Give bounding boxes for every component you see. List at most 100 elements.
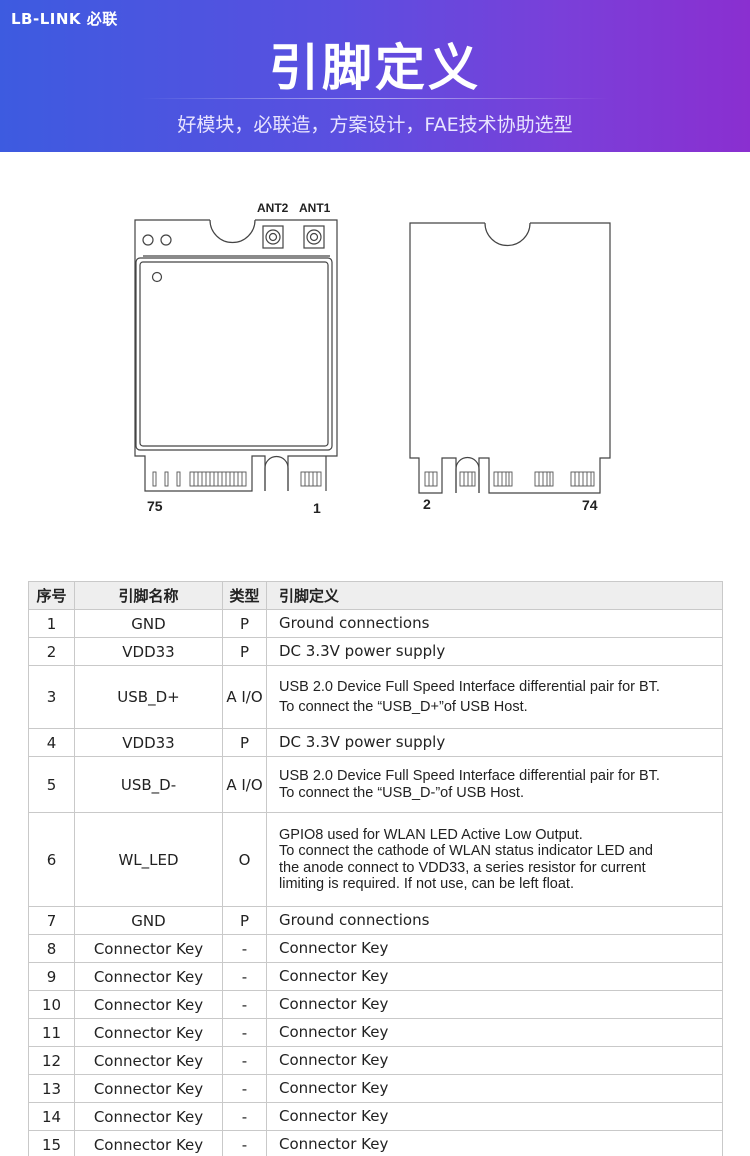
- pin-name: GND: [74, 906, 223, 935]
- front-board-outline: [134, 219, 338, 492]
- front-hole-2: [160, 234, 172, 246]
- pin-definition: Ground connections: [266, 906, 723, 935]
- back-key-slot: [455, 456, 480, 493]
- front-edge-pads: [152, 471, 322, 487]
- pin-definition-line: To connect the “USB_D+”of USB Host.: [279, 699, 528, 715]
- pin-type: -: [222, 1046, 267, 1075]
- page-title: 引脚定义: [269, 39, 481, 97]
- front-top-notch: [209, 219, 256, 244]
- pin-name: Connector Key: [74, 1046, 223, 1075]
- pin-type: -: [222, 1018, 267, 1047]
- pin-definition-line: Connector Key: [279, 1023, 389, 1042]
- pin-name: GND: [74, 609, 223, 638]
- pin-name: Connector Key: [74, 962, 223, 991]
- title-divider: [140, 98, 610, 99]
- module-outline-svg: ANT2 ANT1 75 1 2 74: [134, 201, 611, 516]
- module-outline-diagram: ANT2 ANT1 75 1 2 74: [0, 180, 750, 540]
- pin-definition: DC 3.3V power supply: [266, 637, 723, 666]
- pin-name: Connector Key: [74, 1074, 223, 1103]
- table-row: 8 Connector Key - Connector Key: [28, 934, 723, 963]
- pin-type: -: [222, 1074, 267, 1103]
- pin-definition: Connector Key: [266, 990, 723, 1019]
- pin-definition-line: Ground connections: [279, 614, 430, 633]
- pin-name: Connector Key: [74, 1102, 223, 1131]
- pin-definition: DC 3.3V power supply: [266, 728, 723, 757]
- pin-number: 11: [28, 1018, 75, 1047]
- pin-type: P: [222, 637, 267, 666]
- pin-definition: Connector Key: [266, 1074, 723, 1103]
- back-top-notch: [484, 222, 531, 247]
- table-row: 5 USB_D- A I/O USB 2.0 Device Full Speed…: [28, 756, 723, 813]
- pin-definition-line: DC 3.3V power supply: [279, 642, 446, 661]
- pin-definition-line: GPIO8 used for WLAN LED Active Low Outpu…: [279, 826, 583, 843]
- pin-name: VDD33: [74, 637, 223, 666]
- pin-definition: Connector Key: [266, 1046, 723, 1075]
- pin-number: 8: [28, 934, 75, 963]
- pin-type: P: [222, 609, 267, 638]
- pin-definition-line: To connect the cathode of WLAN status in…: [279, 843, 653, 859]
- pin-name: Connector Key: [74, 934, 223, 963]
- ant2-connector: [262, 225, 284, 249]
- pin-definition: USB 2.0 Device Full Speed Interface diff…: [266, 756, 723, 813]
- pin-name: Connector Key: [74, 1018, 223, 1047]
- ant2-label: ANT2: [257, 201, 289, 215]
- pin-number: 13: [28, 1074, 75, 1103]
- pin-type: A I/O: [222, 665, 267, 729]
- pin-definition: Connector Key: [266, 1102, 723, 1131]
- table-row: 13 Connector Key - Connector Key: [28, 1074, 723, 1103]
- back-view: [409, 222, 611, 494]
- table-row: 9 Connector Key - Connector Key: [28, 962, 723, 991]
- pin-type: P: [222, 906, 267, 935]
- pin-definition: Ground connections: [266, 609, 723, 638]
- table-row: 10 Connector Key - Connector Key: [28, 990, 723, 1019]
- pin-number: 15: [28, 1130, 75, 1156]
- pin-number: 12: [28, 1046, 75, 1075]
- header-def: 引脚定义: [266, 581, 723, 610]
- back-edge-pads: [424, 471, 595, 487]
- ant1-label: ANT1: [299, 201, 331, 215]
- table-row: 3 USB_D+ A I/O USB 2.0 Device Full Speed…: [28, 665, 723, 729]
- pin-definition-line: Connector Key: [279, 1107, 389, 1126]
- ant1-connector: [303, 225, 325, 249]
- pin-definition: Connector Key: [266, 1018, 723, 1047]
- pin-number: 5: [28, 756, 75, 813]
- pin-definition-line: Connector Key: [279, 995, 389, 1014]
- back-pin-2-label: 2: [423, 496, 431, 512]
- pin-number: 1: [28, 609, 75, 638]
- table-row: 11 Connector Key - Connector Key: [28, 1018, 723, 1047]
- front-shield-hole: [151, 271, 163, 283]
- table-row: 14 Connector Key - Connector Key: [28, 1102, 723, 1131]
- front-pin-1-label: 1: [313, 500, 321, 516]
- table-header-row: 序号 引脚名称 类型 引脚定义: [28, 581, 723, 610]
- header-name: 引脚名称: [74, 581, 223, 610]
- pin-name: Connector Key: [74, 1130, 223, 1156]
- pin-type: A I/O: [222, 756, 267, 813]
- page-subtitle: 好模块，必联造，方案设计，FAE技术协助选型: [177, 114, 573, 136]
- front-shield-can: [135, 257, 333, 451]
- pin-definition-line: the anode connect to VDD33, a series res…: [279, 859, 646, 876]
- pin-number: 2: [28, 637, 75, 666]
- front-key-slot: [264, 455, 289, 491]
- pin-definition-line: USB 2.0 Device Full Speed Interface diff…: [279, 768, 660, 784]
- pin-definition-line: Connector Key: [279, 1051, 389, 1070]
- pin-name: WL_LED: [74, 812, 223, 907]
- back-board-outline: [409, 222, 611, 494]
- pin-type: -: [222, 990, 267, 1019]
- pin-definition: GPIO8 used for WLAN LED Active Low Outpu…: [266, 812, 723, 907]
- pin-number: 6: [28, 812, 75, 907]
- table-row: 7 GND P Ground connections: [28, 906, 723, 935]
- pin-definition-line: Connector Key: [279, 939, 389, 958]
- pin-definition: Connector Key: [266, 1130, 723, 1156]
- pin-number: 9: [28, 962, 75, 991]
- pin-name: USB_D+: [74, 665, 223, 729]
- pin-definition-line: Connector Key: [279, 1135, 389, 1154]
- header-banner: LB-LINK 必联 引脚定义 好模块，必联造，方案设计，FAE技术协助选型: [0, 0, 750, 152]
- pin-definition-line: Ground connections: [279, 911, 430, 930]
- brand-logo: LB-LINK 必联: [11, 10, 118, 28]
- table-row: 12 Connector Key - Connector Key: [28, 1046, 723, 1075]
- table-row: 15 Connector Key - Connector Key: [28, 1130, 723, 1156]
- front-shield-inner: [139, 261, 329, 447]
- table-row: 2 VDD33 P DC 3.3V power supply: [28, 637, 723, 666]
- pin-definition: Connector Key: [266, 962, 723, 991]
- pin-number: 3: [28, 665, 75, 729]
